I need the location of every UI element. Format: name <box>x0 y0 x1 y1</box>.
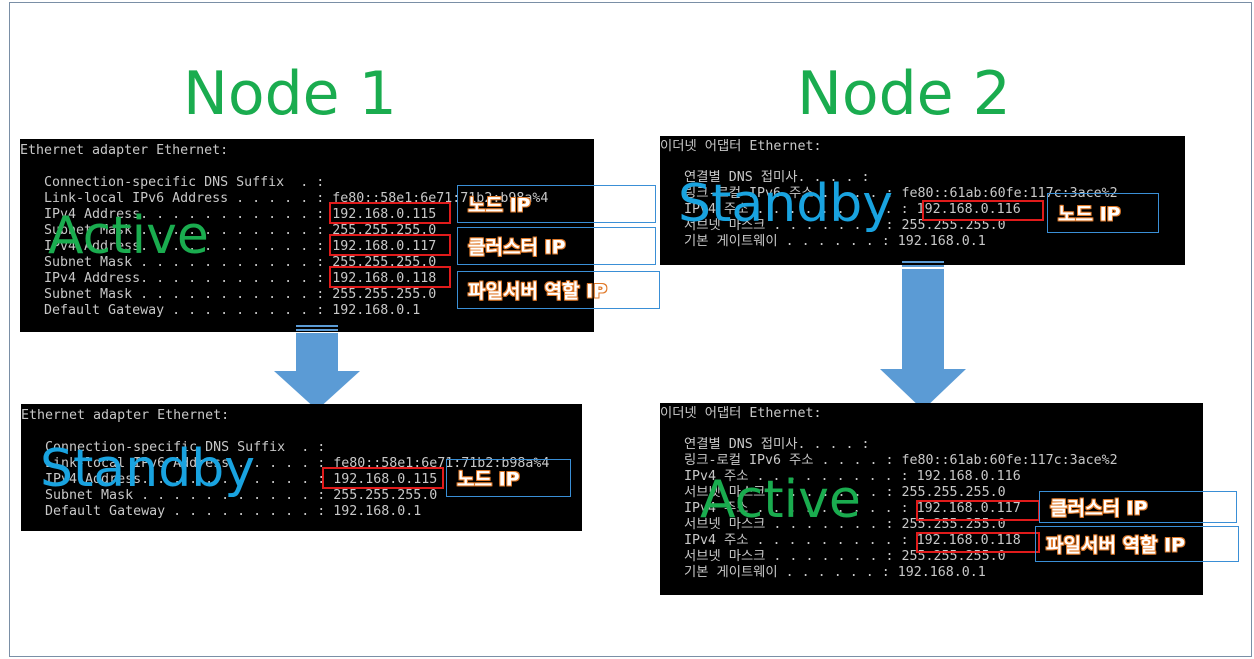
console-line: Connection-specific DNS Suffix . : <box>20 175 325 190</box>
console-line: 연결별 DNS 접미사. . . . : <box>660 170 870 185</box>
console-line: 기본 게이트웨이 . . . . . . : 192.168.0.1 <box>660 565 986 580</box>
node2-title: Node 2 <box>797 59 1011 129</box>
node1-standby-label: Standby <box>40 439 256 499</box>
console-line: 서브넷 마스크 . . . . . . . : 255.255.255.0 <box>660 218 1006 233</box>
console-line: IPv4 주소 . . . . . . . . . : 192.168.0.11… <box>660 501 1021 516</box>
down-arrow-icon <box>880 261 966 410</box>
node-ip-tag: 노드 IP <box>1047 193 1159 233</box>
console-line: 연결별 DNS 접미사. . . . : <box>660 437 870 452</box>
console-line: IPv4 주소 . . . . . . . . . : 192.168.0.11… <box>660 469 1021 484</box>
diagram-frame <box>9 2 1252 657</box>
console-line: IPv4 주소 . . . . . . . . . : 192.168.0.11… <box>660 202 1021 217</box>
console-line: Subnet Mask . . . . . . . . . . . : 255.… <box>20 287 437 302</box>
console-line: Ethernet adapter Ethernet: <box>20 143 229 158</box>
console-line: IPv4 Address. . . . . . . . . . . : 192.… <box>20 239 437 254</box>
ip-highlight-box <box>916 532 1040 553</box>
console-line: 링크-로컬 IPv6 주소 . . . . : fe80::61ab:60fe:… <box>660 186 1118 201</box>
node1-active-label: Active <box>48 206 209 266</box>
console-line: 이더넷 어댑터 Ethernet: <box>660 406 822 421</box>
ip-highlight-box <box>329 202 451 224</box>
ip-highlight-box <box>329 234 451 256</box>
console-line: IPv4 Address. . . . . . . . . . . : 192.… <box>20 207 437 222</box>
node2-before-console: 이더넷 어댑터 Ethernet: 연결별 DNS 접미사. . . . : 링… <box>660 136 1185 265</box>
node-ip-tag: 노드 IP <box>446 459 571 497</box>
node1-before-console: Ethernet adapter Ethernet: Connection-sp… <box>20 139 594 332</box>
console-line: Ethernet adapter Ethernet: <box>21 408 230 423</box>
console-line: Default Gateway . . . . . . . . . : 192.… <box>20 303 421 318</box>
node-ip-tag: 노드 IP <box>457 185 656 223</box>
cluster-ip-tag: 클러스터 IP <box>1039 491 1237 523</box>
node1-after-console: Ethernet adapter Ethernet: Connection-sp… <box>21 404 582 531</box>
console-line: Subnet Mask . . . . . . . . . . . : 255.… <box>21 488 438 503</box>
cluster-ip-tag: 클러스터 IP <box>457 227 656 265</box>
console-line: IPv4 Address. . . . . . . . . . . : 192.… <box>20 271 437 286</box>
down-arrow-icon <box>274 325 360 410</box>
node2-active-label: Active <box>700 470 861 530</box>
console-line: 서브넷 마스크 . . . . . . . : 255.255.255.0 <box>660 485 1006 500</box>
console-line: IPv4 주소 . . . . . . . . . : 192.168.0.11… <box>660 533 1021 548</box>
node2-standby-label: Standby <box>678 174 894 234</box>
console-line: 링크-로컬 IPv6 주소 . . . . : fe80::61ab:60fe:… <box>660 453 1118 468</box>
fileserver-ip-tag: 파일서버 역할 IP <box>1035 526 1239 562</box>
console-line: Default Gateway . . . . . . . . . : 192.… <box>21 504 422 519</box>
fileserver-ip-tag: 파일서버 역할 IP <box>457 271 660 309</box>
ip-highlight-box <box>922 200 1044 221</box>
console-line: 기본 게이트웨이 . . . . . . : 192.168.0.1 <box>660 234 986 249</box>
ip-highlight-box <box>322 467 444 489</box>
ip-highlight-box <box>329 266 451 288</box>
console-line: IPv4 Address. . . . . . . . . . . : 192.… <box>21 472 438 487</box>
console-line: Connection-specific DNS Suffix . : <box>21 440 326 455</box>
console-line: 이더넷 어댑터 Ethernet: <box>660 139 822 154</box>
ip-highlight-box <box>916 500 1040 521</box>
node1-title: Node 1 <box>183 59 397 129</box>
